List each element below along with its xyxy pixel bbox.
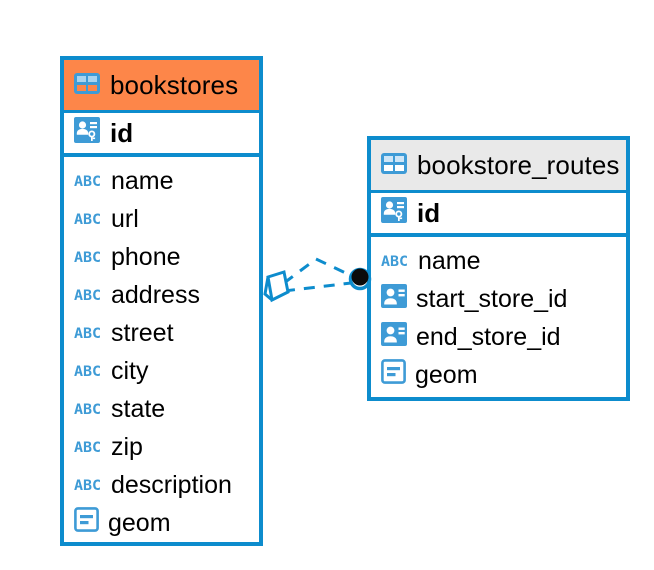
field-list-bookstores: ABC name ABC url ABC phone ABC address A…: [64, 157, 259, 548]
field-label: geom: [415, 360, 478, 389]
field-label: zip: [111, 432, 143, 461]
foreign-key-icon: [381, 283, 407, 315]
table-icon: [381, 150, 407, 181]
entity-table-bookstores[interactable]: bookstores id ABC name: [60, 56, 263, 546]
abc-text-icon: ABC: [74, 324, 102, 342]
foreign-key-icon: [381, 321, 407, 353]
field-label: description: [111, 470, 232, 499]
field-row-geom[interactable]: geom: [371, 356, 626, 394]
field-row-city[interactable]: ABC city: [64, 352, 259, 390]
abc-text-icon: ABC: [74, 210, 102, 228]
field-label: name: [111, 166, 174, 195]
open-polygon-marker: [263, 270, 290, 303]
entity-name: bookstore_routes: [417, 149, 620, 180]
abc-text-icon: ABC: [74, 172, 102, 190]
field-row-start-store-id[interactable]: start_store_id: [371, 280, 626, 318]
field-row-url[interactable]: ABC url: [64, 200, 259, 238]
field-row-geom[interactable]: geom: [64, 504, 259, 542]
field-row-name[interactable]: ABC name: [64, 162, 259, 200]
field-label: end_store_id: [416, 322, 561, 351]
field-label: start_store_id: [416, 284, 568, 313]
field-row-end-store-id[interactable]: end_store_id: [371, 318, 626, 356]
abc-text-icon: ABC: [74, 286, 102, 304]
entity-name: bookstores: [110, 69, 239, 100]
field-row-street[interactable]: ABC street: [64, 314, 259, 352]
field-label: street: [111, 318, 174, 347]
primary-key-label: id: [110, 117, 134, 148]
table-icon: [74, 70, 100, 101]
field-row-name[interactable]: ABC name: [371, 242, 626, 280]
field-label: city: [111, 356, 149, 385]
abc-text-icon: ABC: [74, 248, 102, 266]
field-row-description[interactable]: ABC description: [64, 466, 259, 504]
field-row-state[interactable]: ABC state: [64, 390, 259, 428]
abc-text-icon: ABC: [74, 438, 102, 456]
field-label: address: [111, 280, 200, 309]
field-label: geom: [108, 508, 171, 537]
primary-key-row-bookstore-routes[interactable]: id: [371, 190, 626, 237]
relationship-line-lower: [283, 281, 352, 293]
abc-text-icon: ABC: [74, 400, 102, 418]
primary-key-icon: [74, 116, 100, 150]
entity-table-bookstore-routes[interactable]: bookstore_routes id ABC name: [367, 136, 630, 401]
field-row-address[interactable]: ABC address: [64, 276, 259, 314]
abc-text-icon: ABC: [74, 362, 102, 380]
relationship-line-upper: [283, 257, 353, 285]
geometry-icon: [381, 359, 406, 391]
field-row-zip[interactable]: ABC zip: [64, 428, 259, 466]
entity-header-bookstores[interactable]: bookstores: [64, 60, 259, 110]
field-list-bookstore-routes: ABC name start_store_id: [371, 237, 626, 400]
primary-key-row-bookstores[interactable]: id: [64, 110, 259, 157]
primary-key-label: id: [417, 197, 441, 228]
field-row-phone[interactable]: ABC phone: [64, 238, 259, 276]
field-label: url: [111, 204, 139, 233]
field-label: state: [111, 394, 166, 423]
entity-header-bookstore-routes[interactable]: bookstore_routes: [371, 140, 626, 190]
abc-text-icon: ABC: [381, 252, 409, 270]
primary-key-icon: [381, 196, 407, 230]
abc-text-icon: ABC: [74, 476, 102, 494]
field-label: phone: [111, 242, 181, 271]
geometry-icon: [74, 507, 99, 539]
field-label: name: [418, 246, 481, 275]
